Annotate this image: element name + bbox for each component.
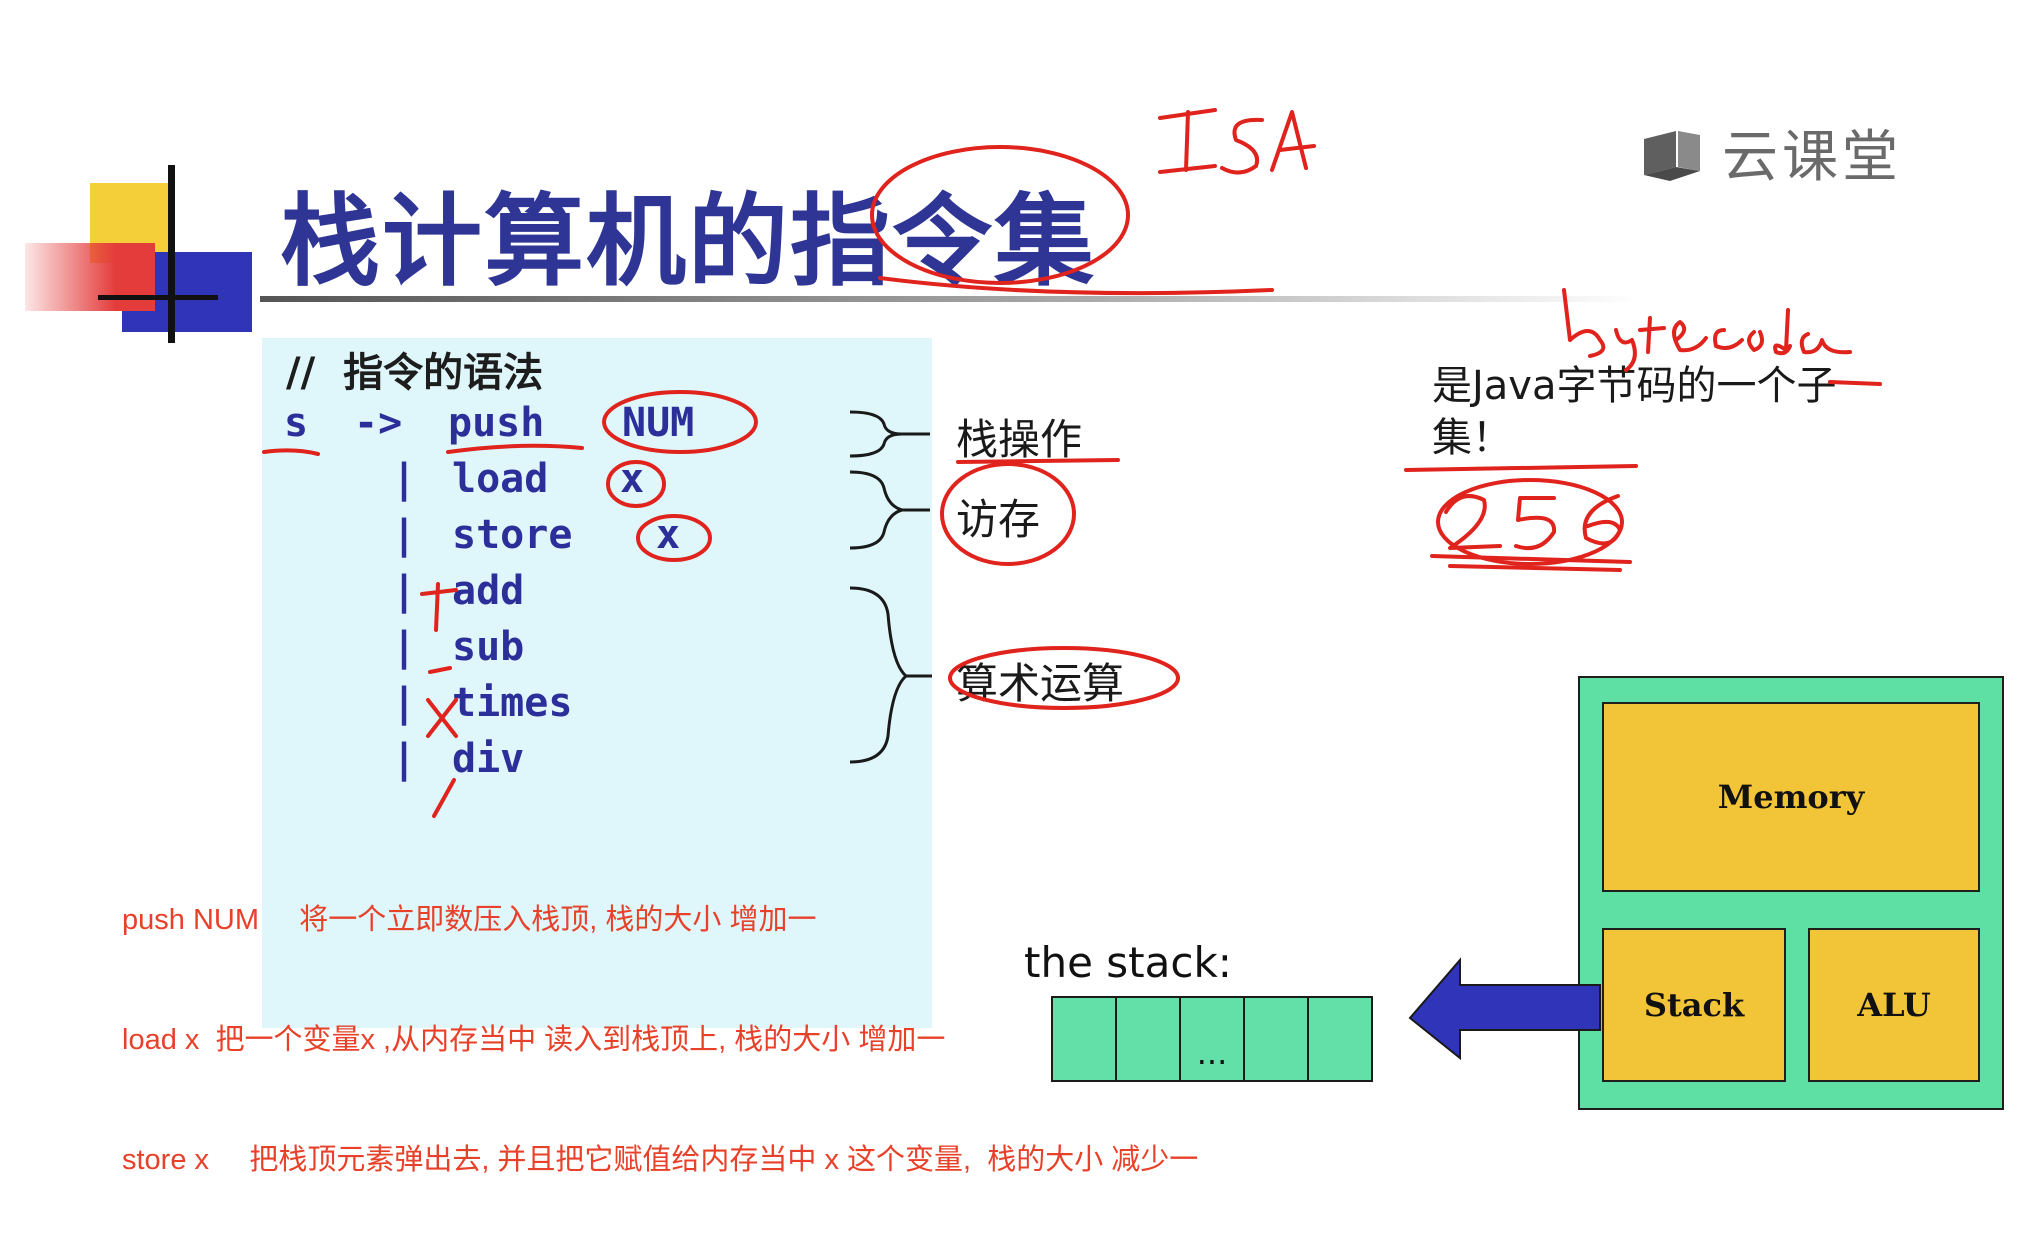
- alu-box: ALU: [1808, 928, 1980, 1082]
- instr-sub: sub: [452, 624, 525, 670]
- ink-bytecode-text: [1562, 288, 1852, 372]
- instr-push: push: [448, 400, 545, 446]
- stack-cells: ...: [1051, 996, 1373, 1082]
- java-bytecode-note: 是Java字节码的一个子集！: [1432, 363, 1837, 461]
- stack-cell: [1243, 996, 1309, 1082]
- cloud-classroom-logo-icon: [1640, 121, 1704, 185]
- grammar-comment: // 指令的语法: [286, 350, 544, 396]
- stack-cell-ellipsis: ...: [1179, 996, 1245, 1082]
- instr-load-arg: x: [620, 456, 645, 502]
- slide-title: 栈计算机的指令集: [280, 183, 1096, 300]
- grammar-arrow: ->: [354, 400, 403, 446]
- instr-add: add: [452, 568, 525, 614]
- brand-name: 云课堂: [1722, 125, 1902, 190]
- note-load: load x 把一个变量x ,从内存当中 读入到栈顶上, 栈的大小 增加一: [122, 1024, 946, 1056]
- instr-store-arg: x: [656, 512, 681, 558]
- stack-caption: the stack:: [1024, 938, 1232, 987]
- group-label-arithmetic: 算术运算: [956, 659, 1125, 708]
- ink-isa-text: [1158, 108, 1316, 175]
- title-underline-rule: [260, 296, 1640, 302]
- grammar-lhs: s: [284, 400, 309, 446]
- instr-load: load: [452, 456, 549, 502]
- grammar-panel: [262, 338, 932, 1028]
- note-store: store x 把栈顶元素弹出去, 并且把它赋值给内存当中 x 这个变量, 栈的…: [122, 1144, 1199, 1176]
- grammar-bar: |: [392, 456, 417, 502]
- ink-256-text: [1430, 478, 1632, 572]
- instr-times: times: [452, 680, 573, 726]
- stack-cell: [1115, 996, 1181, 1082]
- instr-push-arg: NUM: [622, 400, 695, 446]
- instr-store: store: [452, 512, 573, 558]
- grammar-bar: |: [392, 736, 417, 782]
- arrow-left-icon: [1408, 957, 1601, 1061]
- decorative-horizontal-line: [98, 295, 218, 300]
- note-push: push NUM 将一个立即数压入栈顶, 栈的大小 增加一: [122, 904, 817, 936]
- group-label-memory-access: 访存: [956, 495, 1041, 544]
- annotation-notes: push NUM 将一个立即数压入栈顶, 栈的大小 增加一 load x 把一个…: [122, 820, 1198, 1260]
- grammar-bar: |: [392, 680, 417, 726]
- group-label-stack-ops: 栈操作: [956, 415, 1083, 464]
- stack-cell: [1307, 996, 1373, 1082]
- instr-div: div: [452, 736, 525, 782]
- brand-logo: 云课堂: [1640, 112, 1902, 193]
- grammar-bar: |: [392, 624, 417, 670]
- stack-box: Stack: [1602, 928, 1786, 1082]
- stack-machine-diagram: Memory Stack ALU: [1578, 676, 2004, 1110]
- memory-box: Memory: [1602, 702, 1980, 892]
- decorative-vertical-line: [168, 165, 175, 343]
- grammar-bar: |: [392, 568, 417, 614]
- stack-cell: [1051, 996, 1117, 1082]
- slide: 栈计算机的指令集 云课堂 // 指令的语法 s -> push NUM | lo…: [25, 108, 2004, 1176]
- decorative-red-bar: [25, 243, 155, 311]
- grammar-bar: |: [392, 512, 417, 558]
